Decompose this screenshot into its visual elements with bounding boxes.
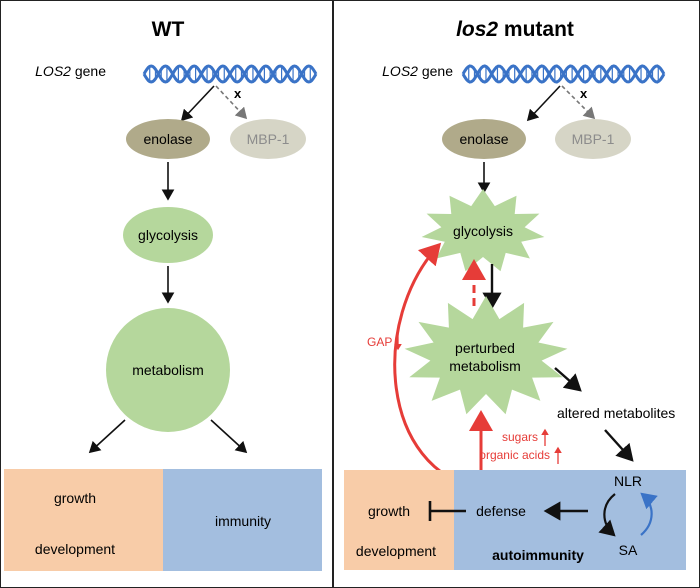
development-label: development [35, 541, 115, 557]
mbp1-label: MBP-1 [572, 131, 615, 147]
glycolysis-label: glycolysis [138, 227, 198, 243]
mutant-gene-label: LOS2 gene [382, 63, 453, 79]
blocked-mbp-arrow [561, 85, 596, 120]
metabolism-label: metabolism [449, 358, 521, 374]
gap-label: GAP [367, 335, 392, 349]
mutant-title: los2 mutant [456, 18, 574, 41]
glycolysis-burst-node [421, 189, 545, 272]
perturbed-label: perturbed [455, 340, 515, 356]
wt-gene-label: LOS2 gene [35, 63, 106, 79]
mbp1-node [230, 119, 306, 159]
altered-metabolites-label: altered metabolites [557, 405, 675, 421]
immunity-box [163, 469, 322, 571]
sa-to-nlr-arc [640, 492, 658, 536]
wt-title: WT [152, 18, 185, 41]
sa-label: SA [619, 542, 638, 558]
mutant-panel: los2 mutant LOS2 gene x enolase MBP-1 gl… [344, 18, 686, 570]
nlr-to-sa-arc [598, 493, 616, 537]
growth-box [344, 470, 454, 570]
metabolism-to-immunity-arrow [210, 419, 248, 454]
metabolism-to-altered-arrow [554, 367, 582, 392]
blocked-mbp-arrow [215, 85, 248, 120]
metabolism-to-growth-arrow [88, 419, 126, 454]
organic-acids-label: organic acids [479, 448, 550, 462]
enolase-node [126, 119, 210, 159]
dna-strand [461, 64, 666, 84]
gene-to-enolase-arrow [180, 85, 215, 122]
enolase-label: enolase [143, 131, 192, 147]
altered-to-nlr-arrow [604, 429, 634, 462]
glycolysis-node [123, 207, 213, 263]
gene-to-enolase-arrow [526, 85, 561, 122]
nlr-label: NLR [614, 473, 642, 489]
metabolism-label: metabolism [132, 362, 204, 378]
dna-helix-icon [461, 64, 666, 84]
dna-strand [142, 64, 318, 84]
mbp1-node [555, 119, 631, 159]
wt-panel: WT LOS2 gene x enolase MBP-1 glycolysis … [4, 18, 322, 571]
blocked-mark: x [234, 86, 242, 101]
perturbed-metabolism-burst-node [404, 296, 568, 415]
sugars-label: sugars [502, 430, 538, 444]
enolase-label: enolase [459, 131, 508, 147]
growth-box [4, 469, 163, 571]
autoimmunity-box [454, 470, 686, 570]
glycolysis-label: glycolysis [453, 223, 513, 239]
defense-label: defense [476, 503, 526, 519]
immunity-label: immunity [215, 513, 271, 529]
blocked-mark: x [580, 86, 588, 101]
development-label: development [356, 543, 436, 559]
enolase-node [442, 119, 526, 159]
dna-helix-icon [142, 64, 318, 84]
metabolism-node [106, 308, 230, 432]
growth-label: growth [368, 503, 410, 519]
growth-label: growth [54, 490, 96, 506]
mbp1-label: MBP-1 [247, 131, 290, 147]
autoimmunity-label: autoimmunity [492, 547, 584, 563]
